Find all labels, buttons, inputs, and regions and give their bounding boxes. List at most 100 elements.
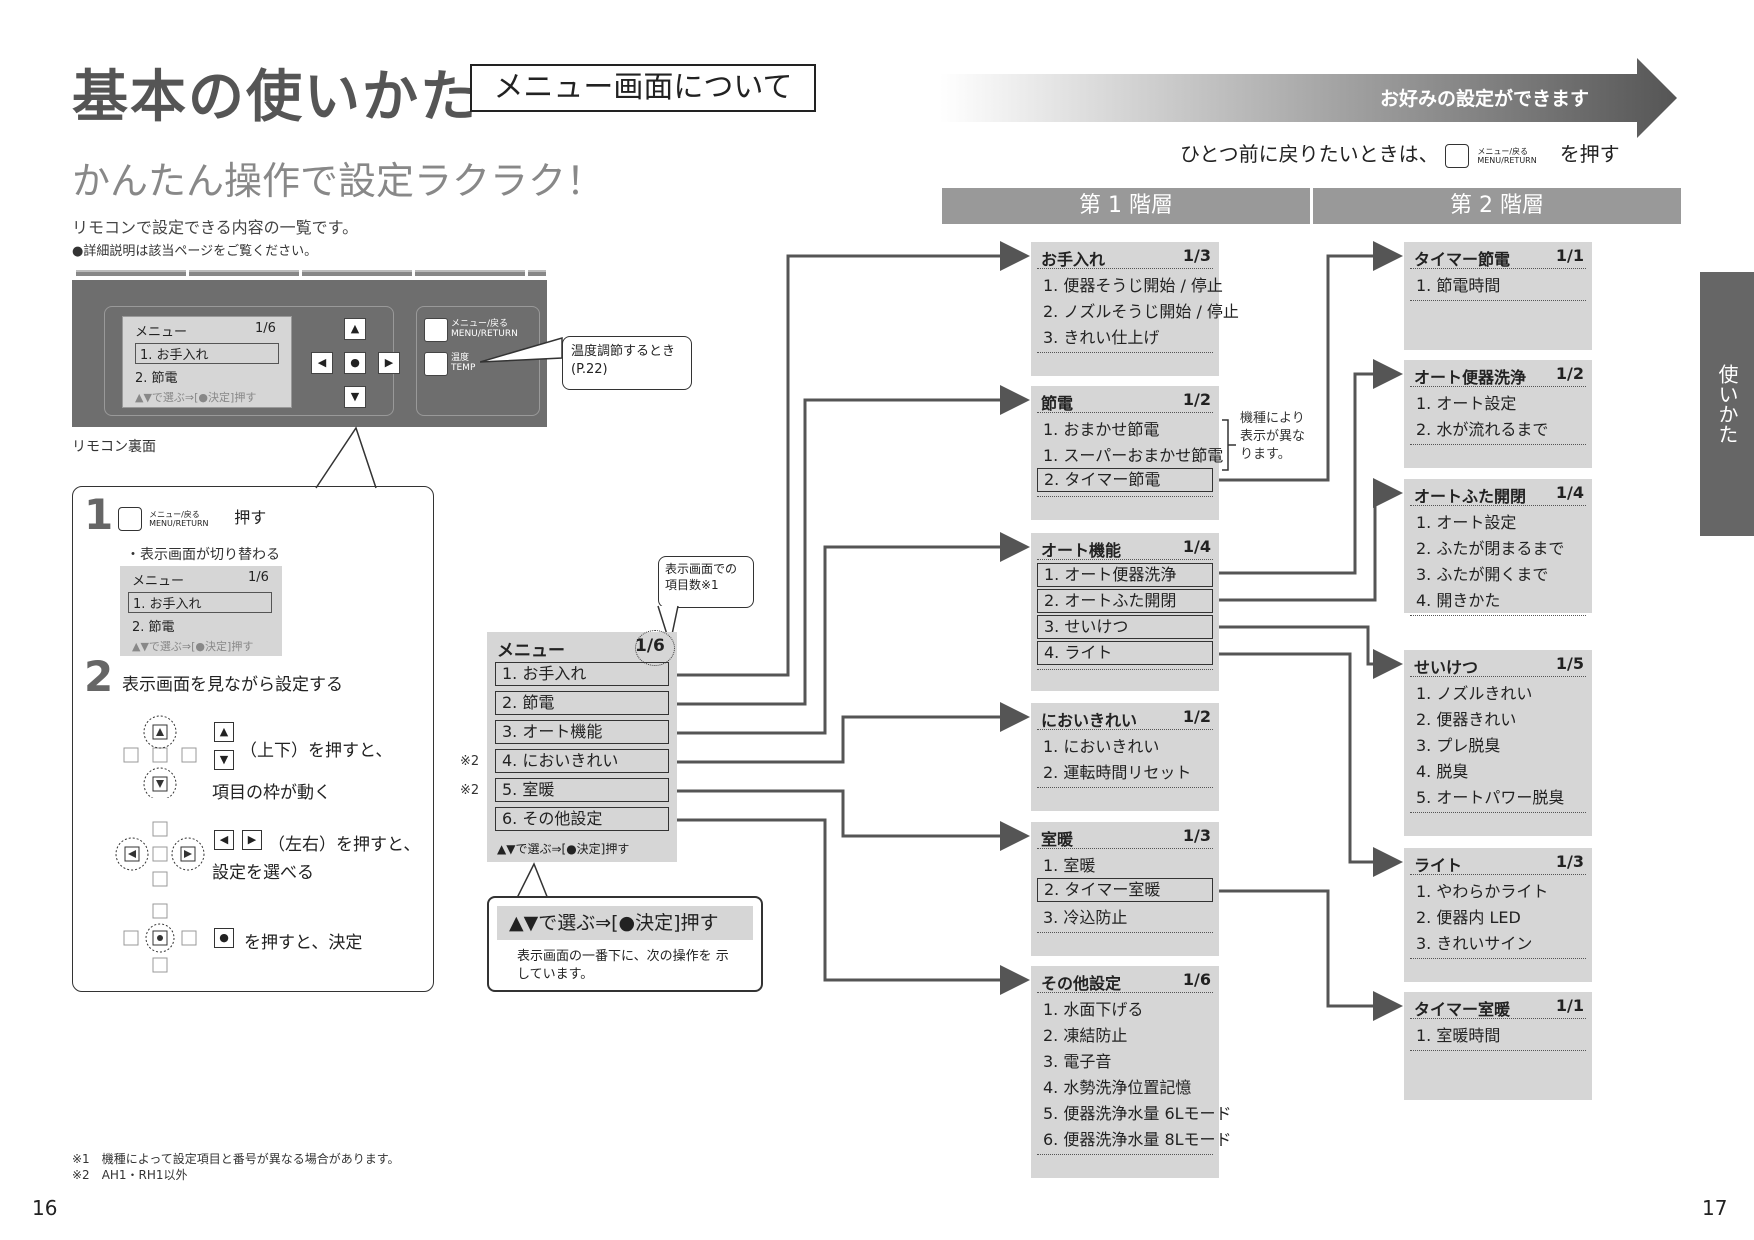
step1-screen-title: メニュー xyxy=(132,574,185,589)
menu-box-item[interactable]: 1. スーパーおまかせ節電 xyxy=(1043,446,1224,465)
center-key-icon: ● xyxy=(214,928,234,948)
menu-box-title: ライト xyxy=(1414,856,1463,875)
menu-box-item[interactable]: 4. 開きかた xyxy=(1416,591,1501,610)
menu-box-item[interactable]: 6. 便器洗浄水量 8Lモード xyxy=(1043,1130,1232,1149)
footnote-1: ※1 機種によって設定項目と番号が異なる場合があります。 xyxy=(72,1152,400,1166)
menu-box-item[interactable]: 2. オートふた開閉 xyxy=(1037,589,1213,613)
menu-box-item[interactable]: 2. 便器きれい xyxy=(1416,710,1517,729)
menu-box-item[interactable]: 3. せいけつ xyxy=(1037,615,1213,639)
menu-box-item[interactable]: 1. オート便器洗浄 xyxy=(1037,563,1213,587)
menu-box-title: タイマー節電 xyxy=(1414,250,1511,269)
menu-box-title: 室暖 xyxy=(1041,830,1074,849)
menu-box-item[interactable]: 2. ノズルそうじ開始 / 停止 xyxy=(1043,302,1239,321)
step1-btn-label: メニュー/戻る MENU/RETURN xyxy=(149,509,209,528)
menu-box-item[interactable]: 1. 室暖 xyxy=(1043,856,1096,875)
menu-box-item[interactable]: 1. においきれい xyxy=(1043,737,1160,756)
step1-screen-item-2: 2. 節電 xyxy=(132,620,175,635)
menu-box-item[interactable]: 1. おまかせ節電 xyxy=(1043,420,1160,439)
menu-box-item[interactable]: 3. きれいサイン xyxy=(1416,934,1533,953)
main-menu-item-3[interactable]: 3. オート機能 xyxy=(495,720,669,744)
menu-box-item[interactable]: 2. タイマー室暖 xyxy=(1037,878,1213,902)
menu-box-item[interactable]: 1. 室暖時間 xyxy=(1416,1026,1501,1045)
main-menu-item-1[interactable]: 1. お手入れ xyxy=(495,662,669,686)
menu-box-item[interactable]: 1. やわらかライト xyxy=(1416,882,1549,901)
menu-box-item[interactable]: 3. きれい仕上げ xyxy=(1043,328,1160,347)
menu-box-item[interactable]: 1. ノズルきれい xyxy=(1416,684,1533,703)
center-button[interactable]: ● xyxy=(344,352,366,374)
step1-text: 押す xyxy=(234,508,267,527)
leftright-text: （左右）を押すと、 xyxy=(268,835,421,855)
item-divider xyxy=(1410,812,1586,813)
menu-box-item[interactable]: 4. 脱臭 xyxy=(1416,762,1469,781)
title-divider xyxy=(1037,412,1213,413)
item-divider xyxy=(1037,932,1213,933)
menu-box-item[interactable]: 3. ふたが開くまで xyxy=(1416,565,1549,584)
menu-box-item[interactable]: 5. オートパワー脱臭 xyxy=(1416,788,1565,807)
down-button[interactable]: ▼ xyxy=(344,386,366,408)
menu-box-item[interactable]: 3. 電子音 xyxy=(1043,1052,1112,1071)
left-button[interactable]: ◀ xyxy=(311,352,333,374)
menu-box-item[interactable]: 1. オート設定 xyxy=(1416,394,1517,413)
updown-text2: 項目の枠が動く xyxy=(212,783,331,803)
title-divider xyxy=(1037,848,1213,849)
remote-screen-page: 1/6 xyxy=(255,321,276,336)
menu-box-item[interactable]: 2. 便器内 LED xyxy=(1416,908,1521,927)
intro-note: ●詳細説明は該当ページをご覧ください。 xyxy=(72,244,318,259)
note-mark-1: ※2 xyxy=(460,754,480,769)
step1-screen-hint: ▲▼で選ぶ⇒[●決定]押す xyxy=(132,640,254,653)
menu-box-page: 1/4 xyxy=(1182,537,1211,556)
steps-pointer xyxy=(315,426,377,489)
menu-box-item[interactable]: 5. 便器洗浄水量 6Lモード xyxy=(1043,1104,1232,1123)
menu-box-page: 1/2 xyxy=(1182,707,1211,726)
main-menu-item-2[interactable]: 2. 節電 xyxy=(495,691,669,715)
back-note-pre: ひとつ前に戻りたいときは、 xyxy=(1180,142,1439,166)
menu-box-item[interactable]: 1. 便器そうじ開始 / 停止 xyxy=(1043,276,1223,295)
menu-box-item[interactable]: 1. 水面下げる xyxy=(1043,1000,1144,1019)
menu-box-item[interactable]: 2. ふたが閉まるまで xyxy=(1416,539,1565,558)
page-title: 基本の使いかた xyxy=(72,65,478,130)
menu-box-item[interactable]: 3. プレ脱臭 xyxy=(1416,736,1501,755)
menu-box-item[interactable]: 2. 凍結防止 xyxy=(1043,1026,1128,1045)
menu-return-button[interactable] xyxy=(424,318,448,342)
right-button[interactable]: ▶ xyxy=(378,352,400,374)
main-menu-item-6[interactable]: 6. その他設定 xyxy=(495,807,669,831)
menu-box-item[interactable]: 2. 運転時間リセット xyxy=(1043,763,1192,782)
select-callout-text: 表示画面の一番下に、次の操作を 示しています。 xyxy=(517,949,729,982)
temp-button[interactable] xyxy=(424,352,448,376)
select-callout-title: ▲▼で選ぶ⇒[●決定]押す xyxy=(497,906,753,940)
step1-number: 1 xyxy=(84,490,114,539)
up-key-icon: ▲ xyxy=(214,722,234,742)
item-divider xyxy=(1410,1050,1586,1051)
remote-screen-hint: ▲▼で選ぶ⇒[●決定]押す xyxy=(135,391,257,404)
title-divider xyxy=(1410,505,1586,506)
step2-number: 2 xyxy=(84,652,114,701)
step1-screen-item-1: 1. お手入れ xyxy=(128,592,272,613)
footnote-2: ※2 AH1・RH1以外 xyxy=(72,1168,188,1182)
menu-box-item[interactable]: 4. 水勢洗浄位置記憶 xyxy=(1043,1078,1192,1097)
left-key-icon: ◀ xyxy=(214,830,234,850)
menu-box-item[interactable]: 1. オート設定 xyxy=(1416,513,1517,532)
dpad-updown-icon xyxy=(123,715,197,798)
menu-box-item[interactable]: 2. タイマー節電 xyxy=(1037,468,1213,492)
section-tag: メニュー画面について xyxy=(470,64,816,112)
main-menu-item-4[interactable]: 4. においきれい xyxy=(495,749,669,773)
title-divider xyxy=(1037,559,1213,560)
title-divider xyxy=(1037,729,1213,730)
up-button[interactable]: ▲ xyxy=(344,318,366,340)
step2-text: 表示画面を見ながら設定する xyxy=(122,675,343,695)
menu-box-item[interactable]: 1. 節電時間 xyxy=(1416,276,1501,295)
title-divider xyxy=(1037,992,1213,993)
main-menu-item-5[interactable]: 5. 室暖 xyxy=(495,778,669,802)
side-tab: 使いかた xyxy=(1700,272,1754,536)
menu-box-item[interactable]: 4. ライト xyxy=(1037,641,1213,665)
item-divider xyxy=(1410,444,1586,445)
menu-box-page: 1/2 xyxy=(1182,390,1211,409)
menu-box-item[interactable]: 2. 水が流れるまで xyxy=(1416,420,1549,439)
item-divider xyxy=(1037,787,1213,788)
down-key-icon: ▼ xyxy=(214,750,234,770)
menu-box-item[interactable]: 3. 冷込防止 xyxy=(1043,908,1128,927)
